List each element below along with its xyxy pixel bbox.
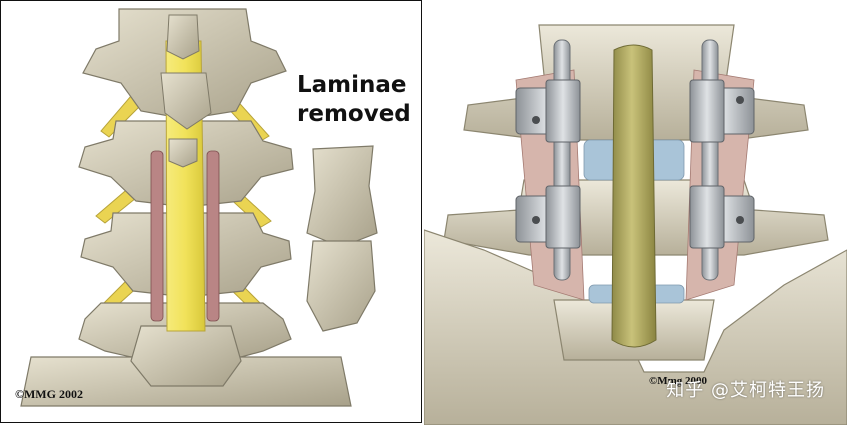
zhihu-watermark: 知乎 @艾柯特王扬 [666,380,825,401]
spinous-stubs [160,14,212,168]
caption-line-2: removed [297,101,411,127]
laminae-removed-caption: Laminae removed [297,71,411,129]
right-illustration-panel: ©Mmg 2000 知乎 @艾柯特王扬 [424,0,847,425]
caption-line-1: Laminae [297,72,407,98]
removed-laminae [306,145,378,332]
left-illustration-panel: Laminae removed ©MMG 2002 [0,0,422,423]
set-screw-dots [532,96,744,224]
cut-lamina-edges [150,150,220,322]
fixation-illustration [424,24,847,425]
left-copyright: ©MMG 2002 [15,387,83,401]
right-copyright: ©Mmg 2000 [649,375,708,387]
pedicle-screw-heads [515,79,755,249]
laminectomy-illustration [20,8,378,407]
dural-sac [611,44,657,348]
sacral-process [130,325,242,387]
